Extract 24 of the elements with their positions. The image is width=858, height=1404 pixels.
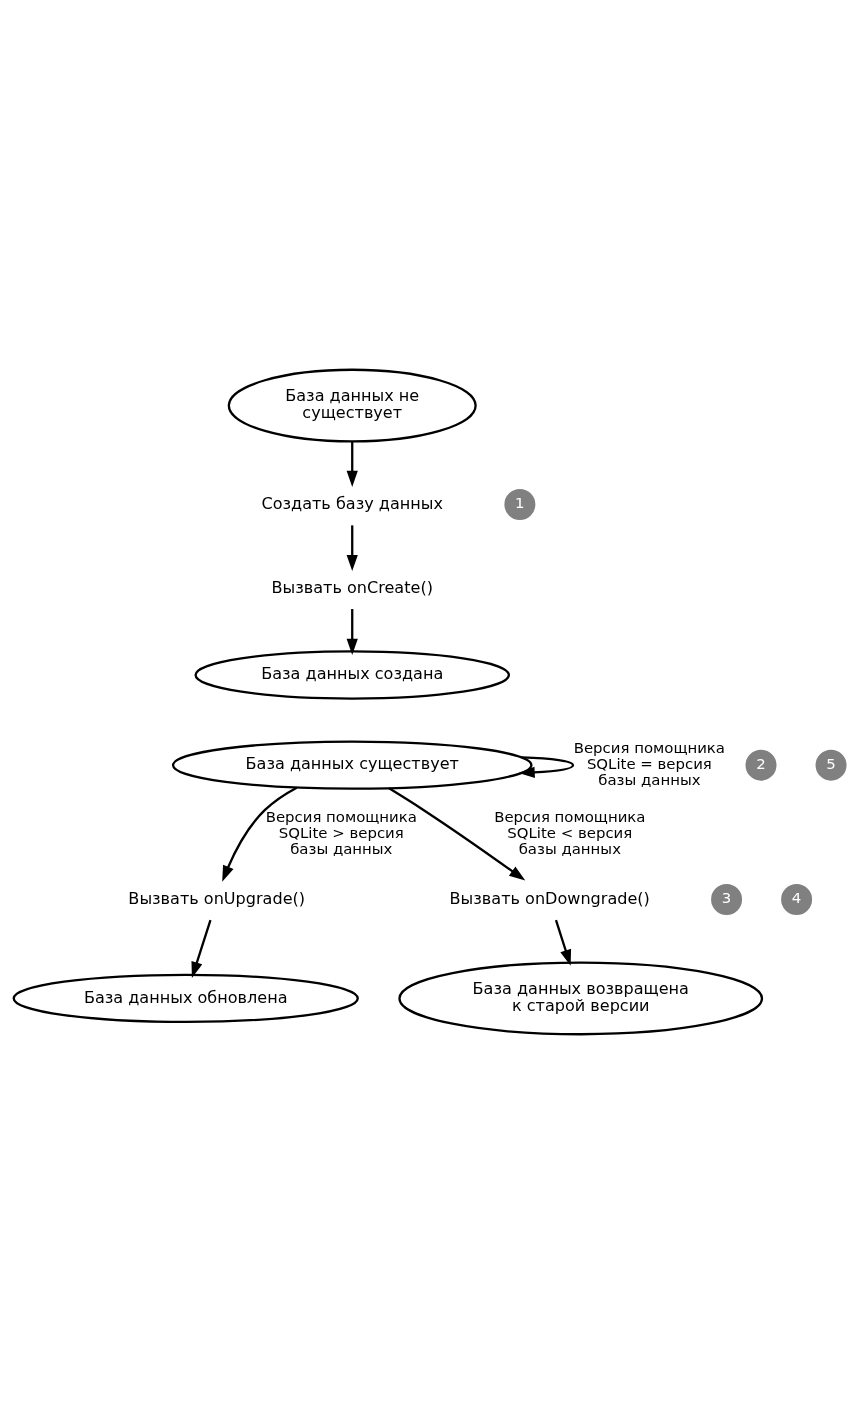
node-ellipse: База данных не существует [227, 368, 477, 443]
node-text: Вызвать onUpgrade() [127, 888, 305, 908]
node-ellipse: База данных возвращена к старой версии [397, 961, 763, 1036]
arrow [387, 787, 525, 881]
edge-label: Версия помощника SQLite = версия базы данных [573, 738, 725, 790]
node-text: Создать базу данных [260, 493, 443, 513]
label: 3 [721, 889, 731, 908]
label: 1 [514, 494, 525, 513]
label: 4 [791, 889, 801, 908]
arrow [554, 919, 571, 966]
edge-label: Версия помощника SQLite < версия базы данных [493, 807, 645, 859]
node-text: Вызвать onDowngrade() [449, 888, 650, 908]
arrow [518, 756, 574, 778]
arrow [346, 525, 358, 572]
arrow [346, 609, 358, 655]
arrow [346, 441, 358, 487]
arrow [221, 786, 297, 882]
node-ellipse: База данных обновлена [12, 973, 359, 1024]
edge-label: Версия помощника SQLite > версия базы данных [265, 807, 417, 859]
node-ellipse: База данных создана [193, 650, 510, 700]
label: 5 [825, 755, 836, 774]
node-text: Вызвать onCreate() [271, 577, 433, 597]
arrow [190, 919, 212, 978]
label: 2 [755, 755, 766, 774]
